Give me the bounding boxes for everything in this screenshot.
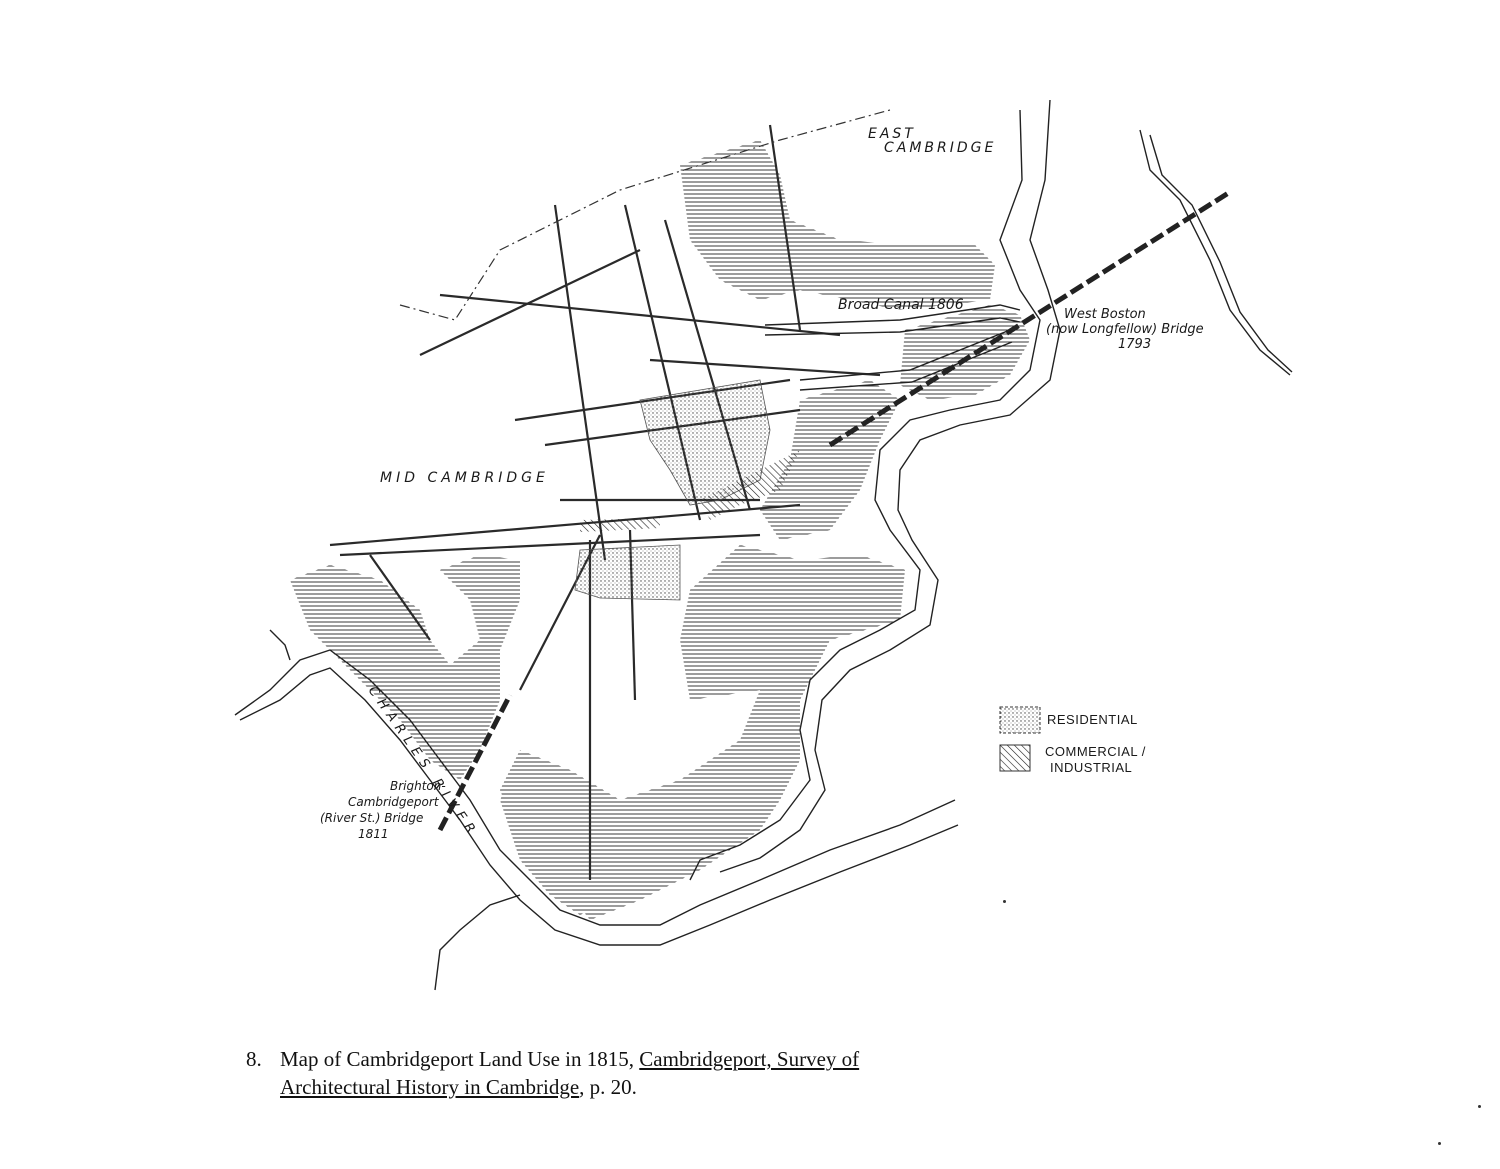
label-brighton-1: Brighton- bbox=[390, 779, 446, 793]
marsh-west bbox=[290, 555, 520, 780]
legend-commercial-label-2: INDUSTRIAL bbox=[1050, 760, 1132, 775]
label-broad-canal: Broad Canal 1806 bbox=[838, 297, 964, 313]
label-brighton-4: 1811 bbox=[358, 827, 389, 841]
caption-page-ref: , p. 20. bbox=[579, 1075, 637, 1099]
caption-line-1: Map of Cambridgeport Land Use in 1815, C… bbox=[280, 1045, 859, 1073]
rivers bbox=[234, 99, 1293, 991]
west-boston-bridge bbox=[828, 189, 1232, 448]
legend-residential-label: RESIDENTIAL bbox=[1047, 712, 1138, 727]
caption-source-1: Cambridgeport, Survey of bbox=[639, 1047, 860, 1071]
legend-commercial-swatch bbox=[999, 744, 1031, 772]
boston-shore-2 bbox=[1149, 134, 1293, 373]
commercial-industrial-areas bbox=[580, 450, 800, 532]
legend-commercial-label-1: COMMERCIAL / bbox=[1045, 744, 1146, 759]
charles-river-bank-south bbox=[239, 667, 959, 946]
residential-areas bbox=[574, 379, 771, 601]
scan-speck bbox=[1478, 1105, 1481, 1108]
brighton-creek bbox=[269, 629, 291, 661]
label-brighton-2: Cambridgeport bbox=[348, 795, 440, 809]
river-st-bridge bbox=[437, 693, 513, 832]
town-boundary bbox=[399, 109, 891, 321]
caption-line-2: Architectural History in Cambridge, p. 2… bbox=[280, 1073, 637, 1101]
scan-speck bbox=[1438, 1142, 1441, 1145]
caption-number: 8. bbox=[246, 1047, 262, 1071]
broad-canal bbox=[764, 304, 1021, 391]
caption-source-2: Architectural History in Cambridge bbox=[280, 1075, 580, 1099]
label-west-boston-2: (now Longfellow) Bridge bbox=[1046, 322, 1204, 337]
label-east-cambridge-2: CAMBRIDGE bbox=[884, 140, 996, 156]
scan-speck bbox=[1003, 900, 1006, 903]
marsh-east-cambridge bbox=[680, 140, 995, 310]
legend-residential-swatch bbox=[999, 706, 1041, 734]
label-west-boston-3: 1793 bbox=[1118, 337, 1151, 352]
label-east-cambridge-1: EAST bbox=[868, 126, 916, 142]
label-west-boston-1: West Boston bbox=[1064, 307, 1146, 322]
river-east-bank-a bbox=[689, 109, 1041, 881]
caption-text: Map of Cambridgeport Land Use in 1815, bbox=[280, 1047, 635, 1071]
label-brighton-3: (River St.) Bridge bbox=[320, 811, 423, 825]
south-creek bbox=[434, 894, 521, 991]
marsh-canal-mouth bbox=[900, 305, 1030, 400]
bridges bbox=[437, 189, 1232, 832]
charles-river-bank-north bbox=[234, 649, 956, 926]
label-mid-cambridge: MID CAMBRIDGE bbox=[380, 470, 549, 486]
river-east-bank-b bbox=[719, 99, 1061, 873]
legend: RESIDENTIAL COMMERCIAL / INDUSTRIAL bbox=[999, 706, 1146, 775]
boston-shore bbox=[1139, 129, 1291, 376]
